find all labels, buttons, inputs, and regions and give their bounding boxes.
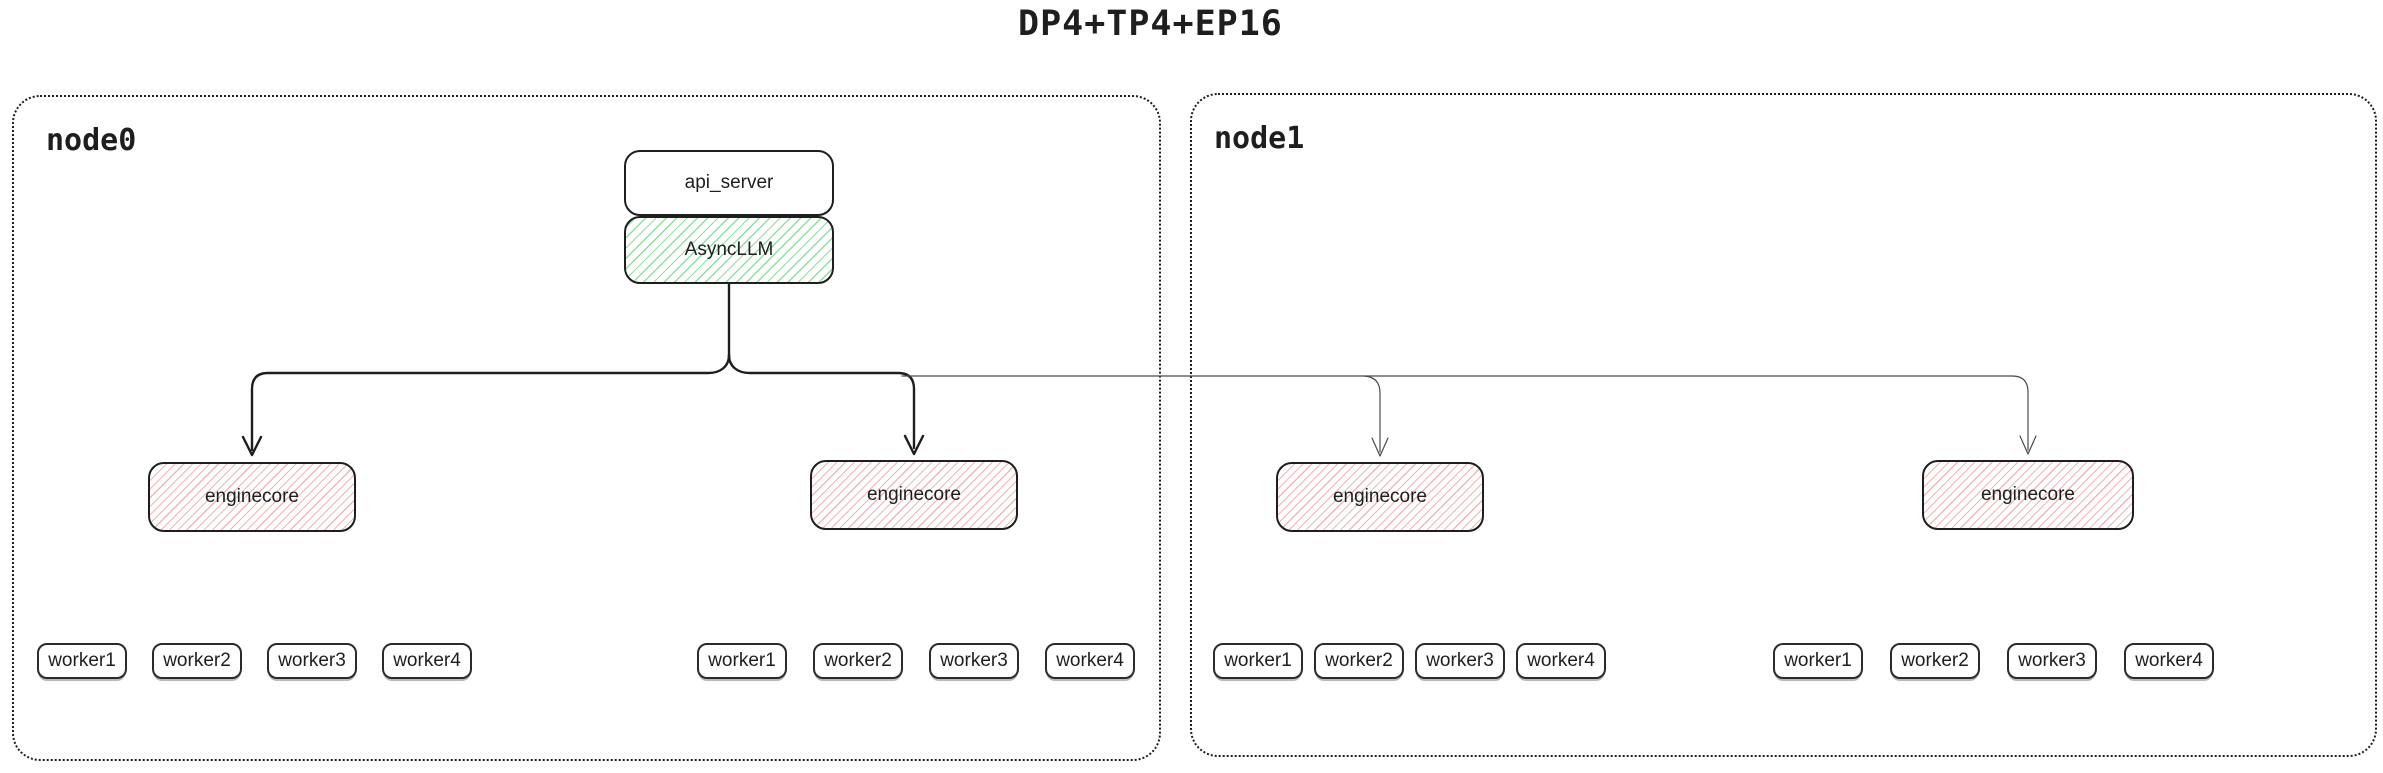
api-server-box: api_server [624,150,834,216]
worker-box: worker1 [1213,643,1303,679]
enginecore-box-1: enginecore [148,462,356,532]
worker-box: worker4 [2124,643,2214,679]
worker-box: worker3 [1415,643,1505,679]
enginecore-box-3: enginecore [1276,462,1484,532]
worker-box: worker2 [152,643,242,679]
enginecore-box-4: enginecore [1922,460,2134,530]
enginecore-label: enginecore [1980,484,2076,505]
enginecore-label: enginecore [1332,486,1428,507]
worker-box: worker4 [1045,643,1135,679]
node0-label: node0 [46,123,137,158]
api-server-label: api_server [684,172,774,193]
worker-box: worker2 [1890,643,1980,679]
worker-box: worker3 [2007,643,2097,679]
node1-label: node1 [1214,121,1305,156]
diagram-title: DP4+TP4+EP16 [1018,4,1283,44]
enginecore-label: enginecore [866,484,962,505]
worker-box: worker2 [1314,643,1404,679]
worker-box: worker1 [1773,643,1863,679]
enginecore-box-2: enginecore [810,460,1018,530]
asyncllm-box: AsyncLLM [624,216,834,284]
worker-box: worker2 [813,643,903,679]
worker-box: worker3 [267,643,357,679]
enginecore-label: enginecore [204,486,300,507]
worker-box: worker1 [697,643,787,679]
worker-box: worker1 [37,643,127,679]
asyncllm-label: AsyncLLM [684,239,774,260]
worker-box: worker4 [382,643,472,679]
worker-box: worker3 [929,643,1019,679]
worker-box: worker4 [1516,643,1606,679]
